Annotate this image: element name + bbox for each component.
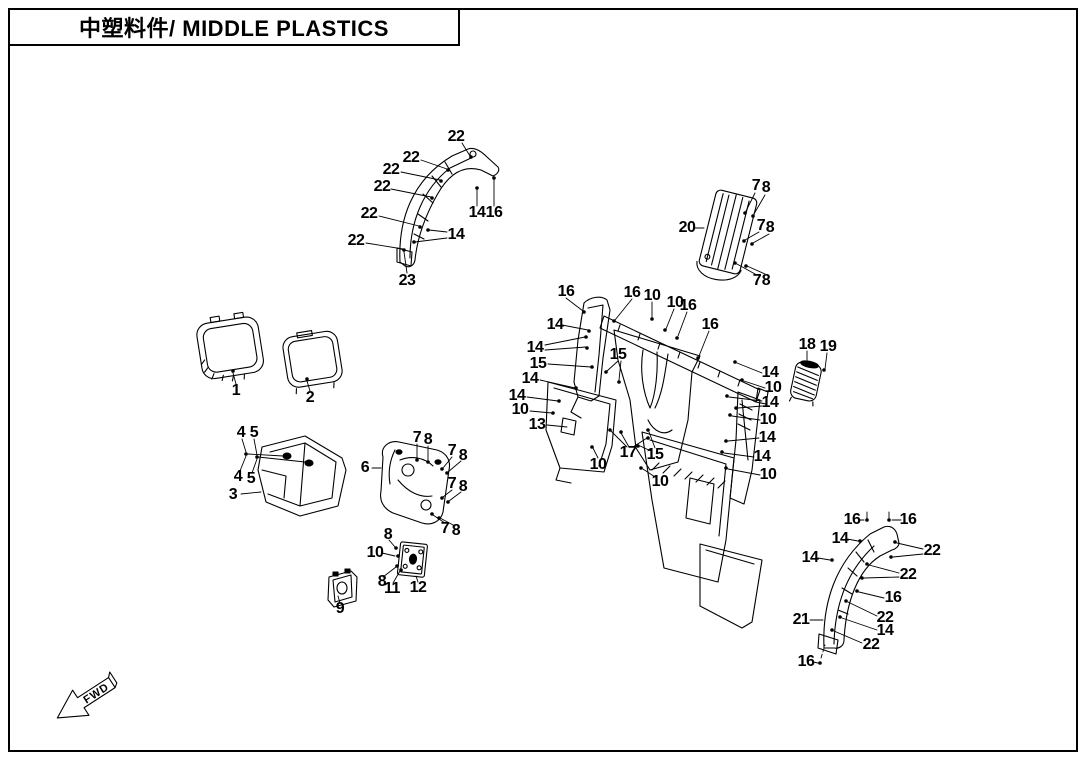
- part-13-drawing: [545, 296, 769, 629]
- part-1-drawing: [196, 311, 264, 382]
- fastener-dots: [231, 155, 897, 665]
- part-2-drawing: [282, 330, 343, 395]
- part-20-drawing: [696, 189, 758, 281]
- part-12-drawing: [396, 541, 428, 578]
- part-23-drawing: [396, 147, 500, 268]
- page-title: 中塑料件/ MIDDLE PLASTICS: [79, 16, 389, 41]
- part-18-drawing: [788, 360, 822, 407]
- page-border: [8, 8, 1078, 752]
- leader-lines: [232, 142, 924, 664]
- part-9-drawing: [327, 568, 358, 608]
- fwd-arrow: FWD: [56, 671, 118, 719]
- part-6-drawing: [380, 441, 451, 525]
- part-3-drawing: [257, 435, 347, 517]
- title-box: 中塑料件/ MIDDLE PLASTICS: [8, 8, 460, 46]
